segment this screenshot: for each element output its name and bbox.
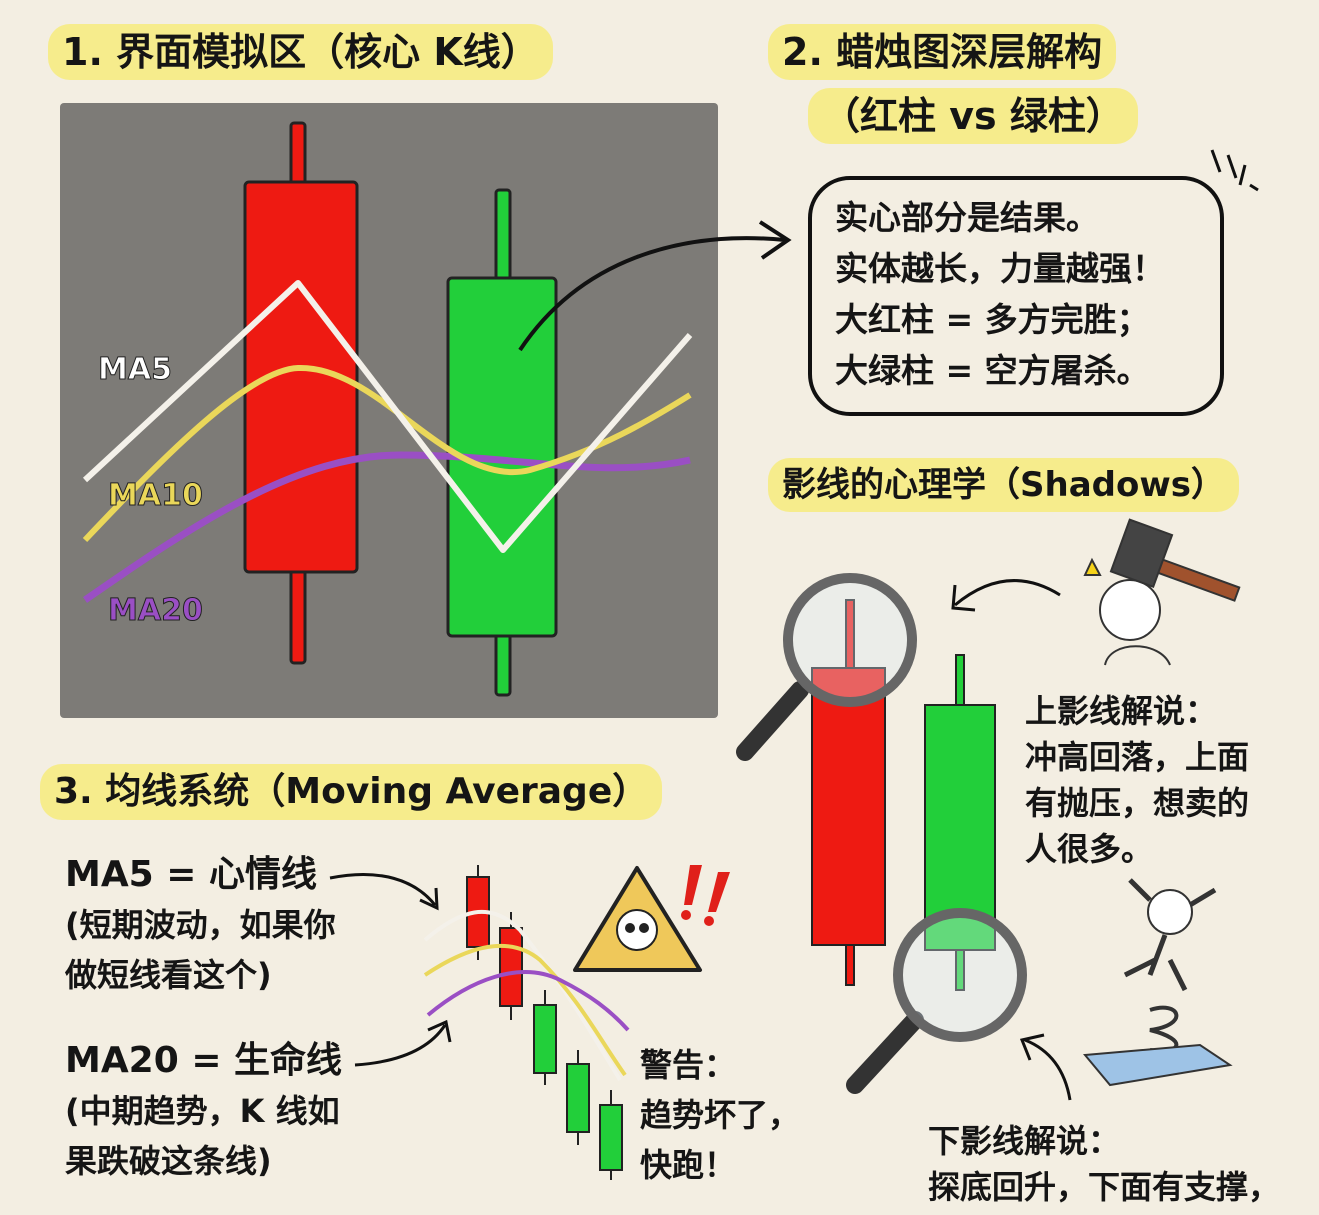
upper-shadow-line: 人很多。 <box>1025 830 1154 868</box>
section3-title: 3. 均线系统（Moving Average） <box>40 764 663 820</box>
warning-line: 趋势坏了， <box>640 1096 801 1134</box>
box-line: 实体越长，力量越强！ <box>835 249 1165 288</box>
ma20-explanation: MA20 = 生命线 (中期趋势，K 线如 果跌破这条线) <box>65 1036 342 1186</box>
box-line: 实心部分是结果。 <box>835 198 1099 237</box>
hammer-hit-character-icon <box>1083 518 1241 666</box>
shadows-title: 影线的心理学（Shadows） <box>768 458 1239 512</box>
jumping-character-icon <box>1083 878 1233 1087</box>
exclamation-marks-icon <box>681 865 730 926</box>
ma20-label: MA20 <box>108 593 204 629</box>
lower-shadow-title: 下影线解说： <box>928 1122 1121 1160</box>
section2-title: 2. 蜡烛图深层解构 <box>768 24 1117 80</box>
mini-ma20-line <box>426 970 630 1032</box>
arrow-to-upper-magnifier-icon <box>951 579 1061 612</box>
upper-shadow-red-candle <box>811 599 886 986</box>
ma20-title: MA20 = 生命线 <box>65 1040 343 1081</box>
warning-line: 快跑！ <box>640 1146 737 1184</box>
section1-title: 1. 界面模拟区（核心 K线） <box>48 24 553 80</box>
ma10-label: MA10 <box>108 478 204 514</box>
red-candle <box>243 121 359 665</box>
warning-text: 警告： 趋势坏了， 快跑！ <box>640 1040 800 1190</box>
upper-shadow-line: 冲高回落，上面 <box>1025 738 1250 776</box>
mini-ma10-line <box>423 943 627 1077</box>
ma5-label: MA5 <box>98 352 173 388</box>
arrow-to-lower-magnifier-icon <box>1019 1033 1072 1101</box>
green-candle <box>446 188 558 697</box>
ma20-line <box>83 451 691 603</box>
ma20-line-text: 果跌破这条线) <box>65 1142 272 1180</box>
magnifier-lower-icon <box>846 908 1027 1094</box>
section2-subtitle: （红柱 vs 绿柱） <box>808 88 1138 144</box>
ma5-title: MA5 = 心情线 <box>65 854 317 895</box>
box-line: 大绿柱 = 空方屠杀。 <box>835 351 1150 390</box>
warning-title: 警告： <box>640 1046 737 1084</box>
ma20-line-text: (中期趋势，K 线如 <box>65 1092 340 1130</box>
ma5-line-text: (短期波动，如果你 <box>65 906 336 944</box>
upper-shadow-title: 上影线解说： <box>1025 692 1218 730</box>
ma5-line <box>82 280 693 553</box>
warning-skull-icon <box>573 866 702 972</box>
lower-shadow-line: 探底回升，下面有支撑， <box>928 1168 1281 1206</box>
arrow-ma5-icon <box>329 873 439 911</box>
upper-shadow-line: 有抛压，想卖的 <box>1025 784 1250 822</box>
arrow-to-box-icon <box>518 220 792 352</box>
explanation-box: 实心部分是结果。 实体越长，力量越强！ 大红柱 = 多方完胜； 大绿柱 = 空方… <box>835 192 1165 396</box>
box-line: 大红柱 = 多方完胜； <box>835 300 1150 339</box>
ma5-explanation: MA5 = 心情线 (短期波动，如果你 做短线看这个) <box>65 850 336 1000</box>
arrow-ma20-icon <box>354 1019 452 1067</box>
magnifier-upper-icon <box>736 573 917 761</box>
upper-shadow-explanation: 上影线解说： 冲高回落，上面 有抛压，想卖的 人很多。 <box>1025 688 1249 872</box>
mini-ma5-line <box>423 910 622 1082</box>
explanation-box-border <box>808 176 1224 416</box>
kline-panel <box>60 103 718 718</box>
ma5-line-text: 做短线看这个) <box>65 956 272 994</box>
emphasis-marks-icon <box>1210 149 1259 192</box>
lower-shadow-explanation: 下影线解说： 探底回升，下面有支撑， <box>928 1118 1280 1210</box>
